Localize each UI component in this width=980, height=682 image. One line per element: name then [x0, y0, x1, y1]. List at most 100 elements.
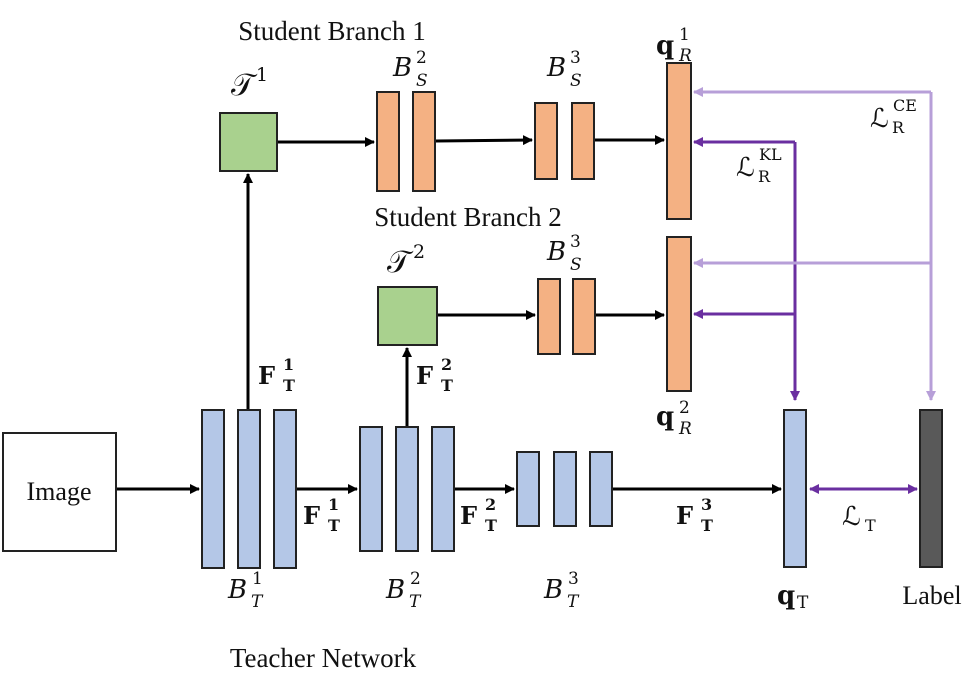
qt-label: q T — [777, 581, 809, 613]
svg-text:T: T — [567, 592, 580, 612]
svg-text:T: T — [283, 376, 295, 395]
svg-text:3: 3 — [568, 569, 579, 589]
svg-text:2: 2 — [441, 355, 452, 374]
bt3-label: B 3 T — [543, 569, 580, 612]
svg-text:B: B — [546, 53, 566, 83]
svg-text:𝒯: 𝒯 — [387, 245, 414, 280]
student-branch-2-bs3-label: B 3 S — [546, 232, 582, 275]
student-1-block-bs2-b — [412, 91, 436, 192]
svg-text:KL: KL — [759, 145, 782, 164]
ce-loss-arrows — [693, 87, 936, 401]
label-block — [919, 409, 943, 568]
svg-text:2: 2 — [410, 569, 421, 589]
svg-text:2: 2 — [413, 241, 425, 263]
svg-text:3: 3 — [701, 495, 712, 514]
student-branch-1-bs2-label: B 2 S — [392, 48, 428, 91]
svg-text:T: T — [865, 516, 876, 535]
f2-up-label: F 2 T — [416, 355, 453, 395]
f2-horizontal-label: F 2 T — [460, 495, 497, 535]
svg-text:T: T — [441, 376, 453, 395]
svg-text:T: T — [251, 592, 264, 612]
svg-text:CE: CE — [893, 96, 917, 115]
svg-text:3: 3 — [570, 48, 581, 68]
f1-up-label: F 1 T — [258, 355, 295, 395]
svg-text:1: 1 — [283, 355, 294, 374]
student-branch-2-title: Student Branch 2 — [374, 202, 561, 232]
svg-text:T: T — [701, 516, 713, 535]
student-2-block-bs3-b — [572, 278, 596, 355]
svg-text:ℒ: ℒ — [736, 153, 755, 183]
student-1-block-bs3-a — [534, 102, 558, 180]
student-branch-1-title: Student Branch 1 — [238, 16, 425, 46]
svg-text:S: S — [570, 255, 582, 275]
svg-text:B: B — [385, 575, 405, 605]
svg-text:S: S — [416, 71, 428, 91]
teacher-bt2-block-c — [431, 426, 455, 552]
loss-ce-label: ℒ CE R — [870, 96, 917, 137]
label-caption: Label — [902, 581, 961, 610]
transform-1-math: 𝒯 1 — [231, 64, 268, 103]
qr2-output-block — [666, 236, 692, 392]
teacher-network-title: Teacher Network — [230, 643, 417, 673]
transform-2-math: 𝒯 2 — [387, 241, 425, 280]
svg-text:R: R — [758, 167, 771, 186]
f3-horizontal-label: F 3 T — [676, 495, 713, 535]
svg-text:T: T — [409, 592, 422, 612]
svg-text:F: F — [460, 501, 477, 530]
image-input-box — [2, 432, 117, 552]
svg-text:T: T — [485, 516, 497, 535]
teacher-bt2-block-a — [359, 426, 383, 552]
loss-teacher-label: ℒ T — [842, 502, 876, 535]
svg-text:q: q — [656, 31, 674, 61]
transform-2-block — [377, 286, 438, 346]
transform-1-block — [219, 112, 278, 172]
svg-text:R: R — [892, 118, 905, 137]
svg-text:R: R — [678, 46, 692, 66]
svg-text:S: S — [570, 71, 582, 91]
teacher-bt1-block-a — [201, 409, 225, 569]
student-1-block-bs2-a — [376, 91, 400, 192]
student-2-block-bs3-a — [537, 278, 561, 355]
svg-text:q: q — [656, 402, 674, 432]
image-input-label: Image — [27, 477, 92, 506]
svg-text:1: 1 — [252, 569, 263, 589]
svg-text:1: 1 — [256, 64, 268, 86]
svg-text:1: 1 — [328, 495, 339, 514]
student-1-block-bs3-b — [571, 102, 595, 180]
teacher-bt3-block-b — [553, 451, 577, 527]
teacher-bt3-block-c — [589, 451, 613, 527]
arrow-bs2-to-bs3-top — [435, 135, 533, 146]
svg-text:2: 2 — [679, 398, 690, 418]
svg-text:T: T — [328, 516, 340, 535]
forward-arrows — [117, 135, 782, 494]
bt2-label: B 2 T — [385, 569, 422, 612]
kl-loss-arrows — [693, 137, 918, 494]
svg-text:ℒ: ℒ — [870, 104, 889, 134]
svg-text:F: F — [258, 361, 275, 390]
svg-text:R: R — [678, 419, 692, 439]
svg-text:F: F — [303, 501, 320, 530]
teacher-bt1-block-b — [237, 409, 261, 569]
svg-text:1: 1 — [679, 25, 690, 45]
f1-horizontal-label: F 1 T — [303, 495, 340, 535]
qt-output-block — [783, 409, 807, 568]
svg-text:B: B — [546, 237, 566, 267]
student-branch-1-bs3-label: B 3 S — [546, 48, 582, 91]
svg-text:2: 2 — [416, 48, 427, 68]
teacher-bt1-block-c — [273, 409, 297, 569]
teacher-bt2-block-b — [395, 426, 419, 552]
qr2-label: q 2 R — [656, 398, 692, 439]
svg-text:2: 2 — [485, 495, 496, 514]
qr1-label: q 1 R — [656, 25, 692, 66]
svg-text:B: B — [392, 53, 412, 83]
qr1-output-block — [666, 62, 692, 220]
svg-text:F: F — [416, 361, 433, 390]
loss-kl-label: ℒ KL R — [736, 145, 782, 186]
svg-text:F: F — [676, 501, 693, 530]
svg-text:3: 3 — [570, 232, 581, 252]
teacher-bt3-block-a — [516, 451, 540, 527]
svg-text:q: q — [777, 581, 795, 611]
svg-text:B: B — [543, 575, 563, 605]
svg-text:T: T — [797, 593, 809, 613]
